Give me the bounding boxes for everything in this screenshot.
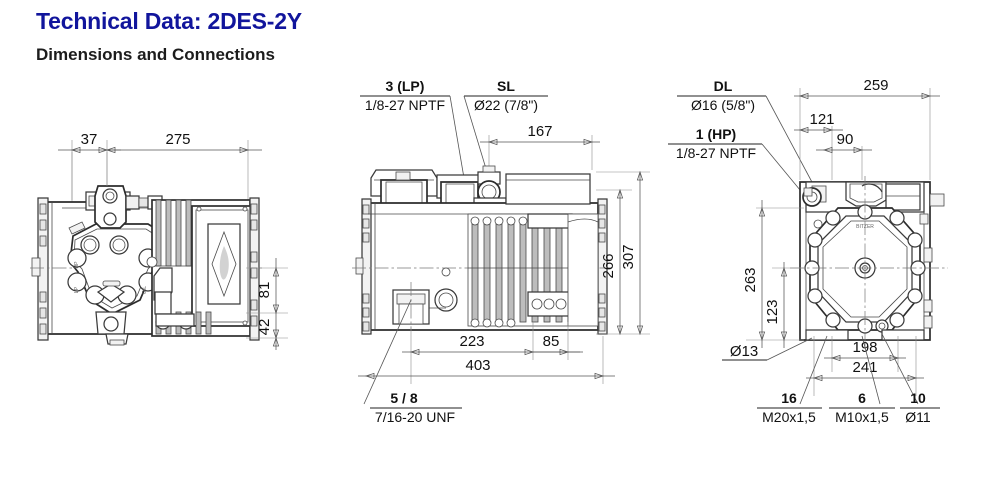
callout-10-title: 10 xyxy=(910,390,926,406)
svg-text:BITZER: BITZER xyxy=(856,224,874,230)
middle-dim-223: 223 xyxy=(459,333,484,350)
callout-mount-6: 6 M10x1,5 xyxy=(829,335,895,425)
right-view-top-dimensions: 259 121 90 xyxy=(794,77,940,180)
callout-hp-sub: 1/8-27 NPTF xyxy=(676,145,756,161)
callout-oil-title: 5 / 8 xyxy=(390,390,417,406)
callout-6-sub: M10x1,5 xyxy=(835,409,889,425)
callout-oil-connection: 5 / 8 7/16-20 UNF xyxy=(363,299,462,425)
callout-6-title: 6 xyxy=(858,390,866,406)
middle-dim-85: 85 xyxy=(543,333,560,350)
middle-dim-167: 167 xyxy=(527,123,552,140)
right-dim-121: 121 xyxy=(809,111,834,128)
right-end-body: BITZER xyxy=(790,176,948,348)
right-dim-123: 123 xyxy=(764,299,781,324)
middle-dim-403: 403 xyxy=(465,357,490,374)
middle-cooling-fins xyxy=(467,213,573,328)
callout-mount-10: 10 Ø11 xyxy=(881,333,940,425)
callout-dl-sub: Ø16 (5/8") xyxy=(691,97,755,113)
middle-dim-266: 266 xyxy=(600,253,617,278)
middle-view-bottom-dimensions: 223 85 403 xyxy=(358,322,615,384)
middle-suction-valve xyxy=(473,165,507,211)
left-dim-37: 37 xyxy=(81,131,98,148)
callout-hp: 1 (HP) 1/8-27 NPTF xyxy=(668,126,806,197)
callout-sl: SL Ø22 (7/8") xyxy=(463,78,548,173)
callout-sl-title: SL xyxy=(497,78,515,94)
left-side-view: 37 275 xyxy=(30,131,288,350)
page-title: Technical Data: 2DES-2Y xyxy=(36,8,302,34)
callout-hole-dia13: Ø13 xyxy=(722,337,813,361)
left-motor-housing xyxy=(146,197,260,341)
svg-text:HP: HP xyxy=(74,261,80,269)
callout-lp-title: 3 (LP) xyxy=(386,78,425,94)
left-dim-275: 275 xyxy=(165,131,190,148)
middle-main-body xyxy=(352,173,612,335)
callout-dl-title: DL xyxy=(714,78,733,94)
right-dim-259: 259 xyxy=(863,77,888,94)
middle-view-right-dimensions: 266 307 xyxy=(596,170,650,336)
callout-dl: DL Ø16 (5/8") xyxy=(677,78,814,185)
page-subtitle: Dimensions and Connections xyxy=(36,45,275,64)
svg-text:LP: LP xyxy=(74,286,80,293)
callout-lp-sub: 1/8-27 NPTF xyxy=(365,97,445,113)
callout-oil-sub: 7/16-20 UNF xyxy=(375,409,455,425)
middle-front-view: 3 (LP) 1/8-27 NPTF SL Ø22 (7/8") 167 xyxy=(352,78,650,425)
right-end-view: DL Ø16 (5/8") 1 (HP) 1/8-27 NPTF xyxy=(668,77,948,425)
right-view-left-dimensions: 263 123 xyxy=(742,200,804,348)
callout-hp-title: 1 (HP) xyxy=(696,126,736,142)
right-dim-90: 90 xyxy=(837,131,854,148)
middle-dim-167-group: 167 xyxy=(480,123,600,170)
left-view-right-dimensions: 81 42 xyxy=(246,258,288,350)
left-dim-42: 42 xyxy=(256,319,273,336)
callout-10-sub: Ø11 xyxy=(905,409,931,425)
callout-lp: 3 (LP) 1/8-27 NPTF xyxy=(360,78,465,179)
right-dim-241: 241 xyxy=(852,359,877,376)
callout-16-sub: M20x1,5 xyxy=(762,409,816,425)
callout-mount-16: 16 M20x1,5 xyxy=(757,335,828,425)
middle-dim-307: 307 xyxy=(620,244,637,269)
svg-text:OIL: OIL xyxy=(142,286,148,294)
right-dim-263: 263 xyxy=(742,267,759,292)
callout-16-title: 16 xyxy=(781,390,797,406)
callout-sl-sub: Ø22 (7/8") xyxy=(474,97,538,113)
left-dim-81: 81 xyxy=(256,282,273,299)
right-dim-d13: Ø13 xyxy=(730,343,758,360)
